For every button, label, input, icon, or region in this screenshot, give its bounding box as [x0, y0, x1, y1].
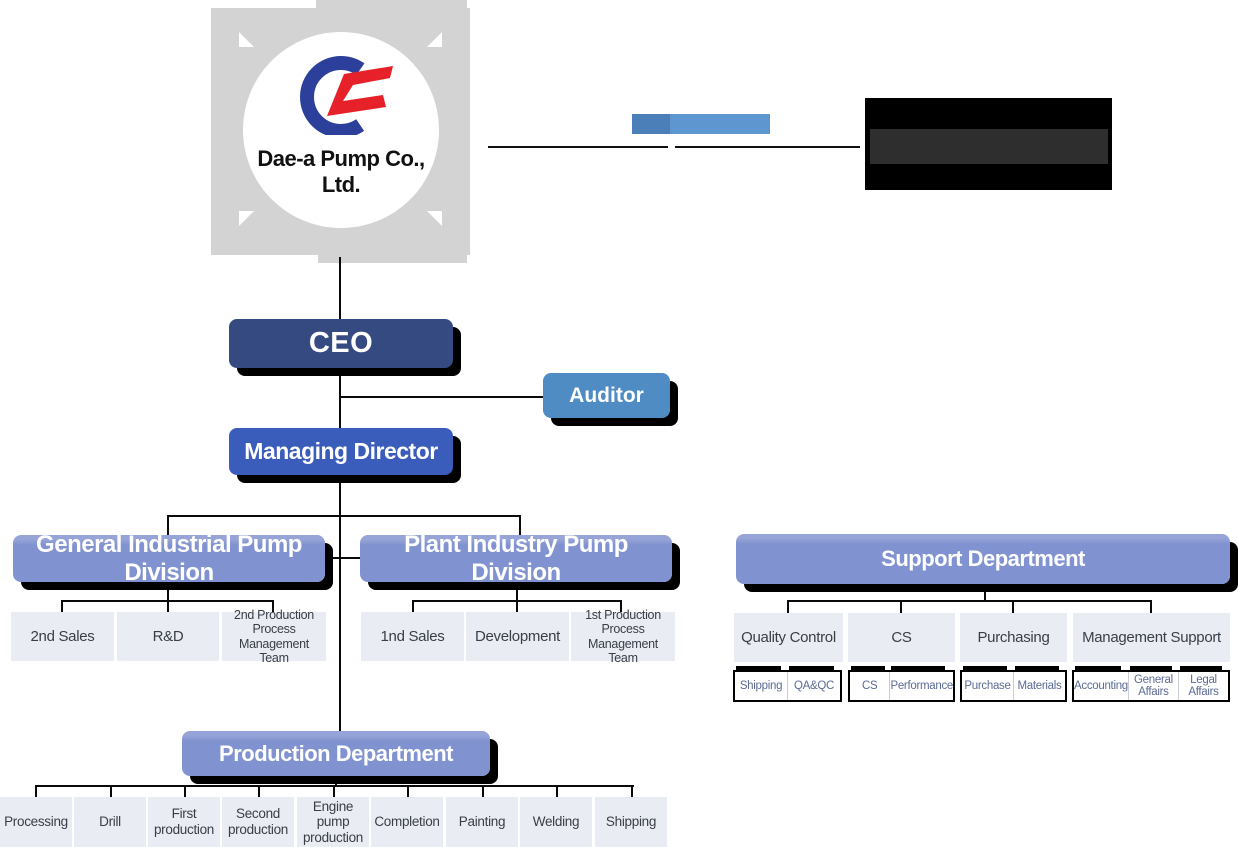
connector-line [167, 515, 521, 517]
connector-line [412, 600, 414, 613]
connector-line [325, 557, 360, 559]
connector-line [519, 515, 521, 536]
connector-line [333, 785, 335, 797]
connector-line [900, 600, 902, 613]
team-quality-control: Quality Control [734, 613, 843, 662]
team-drill: Drill [74, 797, 146, 847]
team-2nd-sales: 2nd Sales [11, 612, 114, 661]
subteam-general-affairs: General Affairs [1127, 666, 1178, 700]
dropdown-panel[interactable] [865, 98, 1112, 190]
connector-line [167, 600, 169, 613]
connector-line [516, 586, 518, 601]
connector-line [984, 591, 986, 601]
team-2nd-production-process: 2nd Production Process Management Team [222, 608, 326, 665]
connector-line [482, 785, 484, 797]
team-completion: Completion [371, 797, 443, 847]
connector-line [339, 515, 341, 731]
node-production-department: Production Department [182, 731, 490, 776]
connector-line [335, 776, 337, 786]
connector-line [35, 785, 37, 797]
team-welding: Welding [520, 797, 592, 847]
connector-line [556, 785, 558, 797]
cell-tick [851, 666, 885, 670]
team-purchasing: Purchasing [960, 613, 1067, 662]
team-management-support: Management Support [1073, 613, 1230, 662]
node-ceo: CEO [229, 319, 453, 368]
subteam-qa-qc: QA&QC [787, 666, 840, 700]
connector-line [620, 600, 622, 613]
subteam-performance: Performance [889, 666, 953, 700]
cell-tick [1075, 666, 1122, 670]
connector-line [167, 515, 169, 536]
connector-line [258, 785, 260, 797]
subgroup-cs: CS Performance [848, 666, 955, 702]
subgroup-purchasing: Purchase Materials [960, 666, 1067, 702]
team-second-production: Second production [222, 797, 294, 847]
cell-tick [1179, 666, 1223, 670]
team-shipping: Shipping [595, 797, 667, 847]
subteam-legal-affairs: Legal Affairs [1177, 666, 1228, 700]
node-managing-director: Managing Director [229, 428, 453, 475]
team-cs: CS [848, 613, 955, 662]
team-processing: Processing [0, 797, 72, 847]
team-rnd: R&D [117, 612, 219, 661]
cell-tick [891, 666, 946, 670]
logo-background-top-tab [316, 0, 467, 8]
cell-tick [963, 666, 1007, 670]
subteam-purchase: Purchase [962, 666, 1013, 700]
node-general-industrial-pump-division: General Industrial Pump Division [13, 531, 325, 586]
connector-line [339, 257, 341, 320]
connector-line [339, 478, 341, 516]
subgroup-management-support: Accounting General Affairs Legal Affairs [1072, 666, 1230, 702]
subgroup-quality-control: Shipping QA&QC [733, 666, 842, 702]
connector-line [272, 600, 274, 613]
team-development: Development [466, 612, 569, 661]
connector-line [110, 785, 112, 797]
connector-line [516, 600, 518, 613]
team-painting: Painting [446, 797, 518, 847]
company-name: Dae-a Pump Co., Ltd. [257, 146, 425, 197]
connector-line [787, 600, 789, 613]
connector-line [1150, 600, 1152, 613]
header-rule-left [488, 146, 668, 148]
node-support-department: Support Department [736, 534, 1230, 584]
team-1nd-sales: 1nd Sales [361, 612, 464, 661]
header-rule-right [675, 146, 860, 148]
connector-line [167, 586, 169, 601]
cell-tick [736, 666, 781, 670]
cell-tick [1129, 666, 1173, 670]
subteam-shipping: Shipping [735, 666, 787, 700]
connector-line [61, 600, 63, 613]
team-1st-production-process: 1st Production Process Management Team [571, 608, 675, 665]
team-engine-pump-production: Engine pump production [297, 797, 369, 847]
connector-line [407, 785, 409, 797]
connector-line [339, 370, 341, 430]
connector-line [787, 600, 1152, 602]
connector-line [341, 396, 545, 398]
cell-tick [1015, 666, 1059, 670]
node-auditor: Auditor [543, 373, 670, 418]
menu-highlight-dark[interactable] [632, 114, 670, 134]
menu-highlight-light[interactable] [670, 114, 770, 134]
subteam-accounting: Accounting [1074, 666, 1128, 700]
dropdown-panel-row[interactable] [870, 129, 1108, 164]
connector-line [184, 785, 186, 797]
node-plant-industry-pump-division: Plant Industry Pump Division [360, 531, 672, 586]
connector-line [1012, 600, 1014, 613]
subteam-materials: Materials [1013, 666, 1065, 700]
logo-background-bottom-tab [318, 255, 467, 263]
team-first-production: First production [148, 797, 220, 847]
cell-tick [789, 666, 834, 670]
company-logo-icon [300, 56, 393, 135]
connector-line [631, 785, 633, 797]
subteam-cs: CS [850, 666, 889, 700]
